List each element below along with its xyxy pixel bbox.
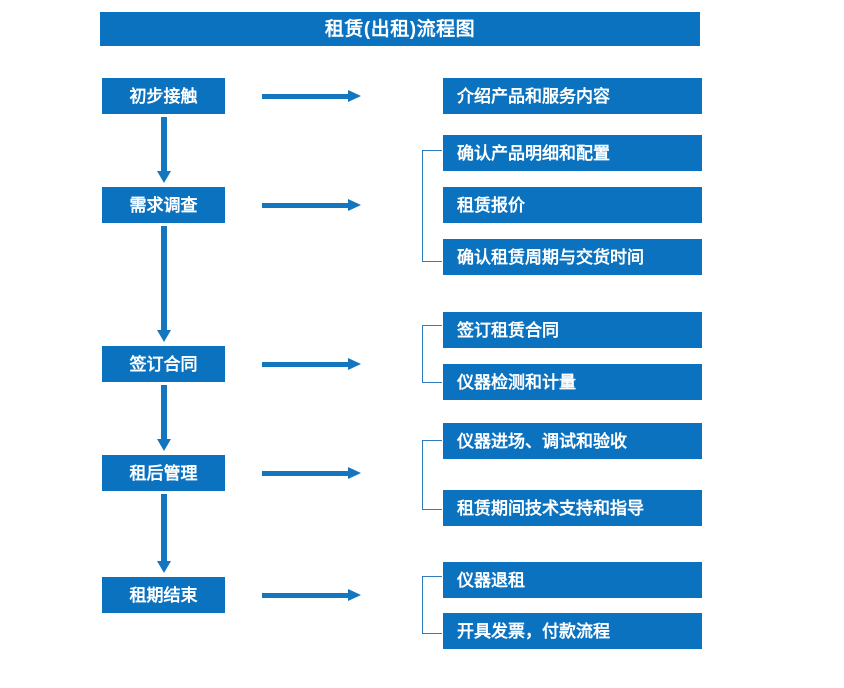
- flow-arrow-right-icon: [262, 89, 361, 103]
- flow-arrow-down-icon: [157, 385, 171, 451]
- arrow-head: [157, 330, 171, 342]
- detail-node-label: 签订租赁合同: [457, 320, 559, 340]
- arrow-shaft: [161, 385, 167, 439]
- flow-arrow-right-icon: [262, 198, 361, 212]
- arrow-shaft: [262, 471, 348, 476]
- stage-node-label: 需求调查: [129, 195, 198, 215]
- arrow-head: [348, 90, 361, 102]
- arrow-head: [348, 358, 361, 370]
- flow-arrow-down-icon: [157, 226, 171, 342]
- stage-node[interactable]: 租期结束: [102, 577, 225, 613]
- arrow-head: [348, 589, 361, 601]
- stage-node[interactable]: 初步接触: [102, 78, 225, 114]
- detail-node-label: 租赁报价: [457, 195, 525, 215]
- stage-node-label: 签订合同: [129, 354, 198, 374]
- detail-node[interactable]: 仪器退租: [443, 562, 702, 598]
- arrow-head: [157, 439, 171, 451]
- chart-title-bar: 租赁(出租)流程图: [100, 12, 700, 46]
- detail-node-label: 租赁期间技术支持和指导: [457, 498, 644, 518]
- flow-arrow-down-icon: [157, 494, 171, 573]
- stage-node[interactable]: 签订合同: [102, 346, 225, 382]
- flow-arrow-right-icon: [262, 466, 361, 480]
- detail-node[interactable]: 开具发票，付款流程: [443, 613, 702, 649]
- stage-node-label: 租后管理: [129, 463, 198, 483]
- group-bracket: [422, 150, 442, 262]
- detail-node-label: 仪器检测和计量: [457, 372, 576, 392]
- flow-arrow-right-icon: [262, 588, 361, 602]
- detail-node[interactable]: 仪器进场、调试和验收: [443, 423, 702, 459]
- stage-node[interactable]: 需求调查: [102, 187, 225, 223]
- detail-node[interactable]: 介绍产品和服务内容: [443, 78, 702, 114]
- detail-node-label: 确认产品明细和配置: [457, 143, 610, 163]
- arrow-shaft: [262, 203, 348, 208]
- arrow-shaft: [161, 226, 167, 330]
- detail-node-label: 开具发票，付款流程: [457, 621, 610, 641]
- arrow-head: [157, 171, 171, 183]
- arrow-shaft: [161, 494, 167, 561]
- stage-node-label: 初步接触: [129, 86, 198, 106]
- detail-node[interactable]: 确认租赁周期与交货时间: [443, 239, 702, 275]
- flow-arrow-right-icon: [262, 357, 361, 371]
- detail-node-label: 仪器进场、调试和验收: [457, 431, 627, 451]
- group-bracket: [422, 440, 442, 510]
- arrow-shaft: [161, 117, 167, 171]
- group-bracket: [422, 576, 442, 634]
- arrow-head: [348, 467, 361, 479]
- detail-node[interactable]: 确认产品明细和配置: [443, 135, 702, 171]
- detail-node-label: 仪器退租: [457, 570, 525, 590]
- detail-node[interactable]: 仪器检测和计量: [443, 364, 702, 400]
- flow-arrow-down-icon: [157, 117, 171, 183]
- arrow-shaft: [262, 593, 348, 598]
- detail-node-label: 确认租赁周期与交货时间: [457, 247, 644, 267]
- arrow-head: [348, 199, 361, 211]
- detail-node[interactable]: 租赁报价: [443, 187, 702, 223]
- stage-node[interactable]: 租后管理: [102, 455, 225, 491]
- stage-node-label: 租期结束: [129, 585, 198, 605]
- group-bracket: [422, 325, 442, 383]
- detail-node-label: 介绍产品和服务内容: [457, 86, 610, 106]
- page-title: 租赁(出租)流程图: [324, 18, 476, 40]
- detail-node[interactable]: 签订租赁合同: [443, 312, 702, 348]
- detail-node[interactable]: 租赁期间技术支持和指导: [443, 490, 702, 526]
- arrow-head: [157, 561, 171, 573]
- arrow-shaft: [262, 362, 348, 367]
- arrow-shaft: [262, 94, 348, 99]
